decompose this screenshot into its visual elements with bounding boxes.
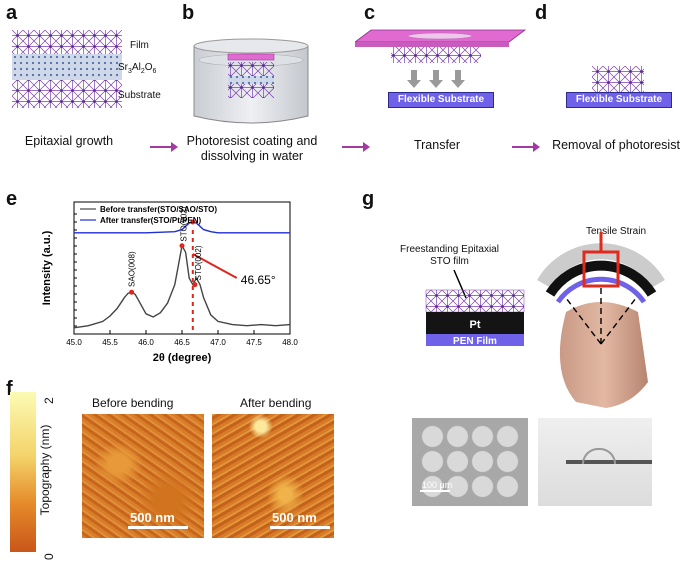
freestanding-line2: STO film bbox=[430, 256, 469, 267]
caption-photoresist-line1: Photoresist coating and bbox=[186, 134, 318, 148]
caption-photoresist-line2: dissolving in water bbox=[200, 149, 304, 163]
sample-arc bbox=[582, 448, 616, 464]
legend-after: After transfer(STO/Pt/PEN) bbox=[100, 216, 202, 225]
x-tick-label: 46.5 bbox=[174, 338, 190, 347]
heterostructure-schematic bbox=[12, 30, 122, 108]
pattern-micrograph: 100 μm bbox=[412, 418, 528, 506]
freestanding-line1: Freestanding Epitaxial bbox=[400, 244, 499, 255]
caption-transfer: Transfer bbox=[413, 138, 461, 152]
scale-bar-after bbox=[270, 526, 330, 529]
peak-dot bbox=[190, 219, 196, 225]
micro-scale-label: 100 μm bbox=[422, 480, 453, 490]
arrow-a-b bbox=[150, 142, 178, 152]
colorbar-min: 0 bbox=[42, 553, 56, 560]
colorbar bbox=[10, 392, 36, 552]
legend-before: Before transfer(STO/SAO/STO) bbox=[100, 205, 217, 214]
scale-bar-before bbox=[128, 526, 188, 529]
peak-dot bbox=[192, 282, 198, 288]
panel-e-label: e bbox=[6, 188, 18, 210]
panel-d-label: d bbox=[535, 2, 548, 24]
arrow-b-c bbox=[342, 142, 370, 152]
pen-label: PEN Film bbox=[453, 336, 497, 347]
flexible-substrate-d: Flexible Substrate bbox=[566, 92, 672, 108]
bent-film-on-thumb bbox=[537, 232, 665, 408]
transfer-illustration bbox=[355, 29, 527, 88]
caption-photoresist: Photoresist coating and dissolving in wa… bbox=[178, 134, 326, 164]
pattern-dots bbox=[420, 424, 520, 500]
released-film bbox=[592, 66, 644, 92]
x-tick-label: 48.0 bbox=[282, 338, 298, 347]
bent-sample-photo bbox=[538, 418, 652, 506]
micro-scale-bar bbox=[420, 490, 450, 492]
scale-label-before: 500 nm bbox=[130, 510, 175, 525]
panel-a-label: a bbox=[6, 2, 18, 24]
afm-before-image: 500 nm bbox=[82, 414, 204, 538]
x-axis-label: 2θ (degree) bbox=[153, 352, 212, 364]
film-on-pen-schematic: Pt PEN Film bbox=[425, 269, 525, 347]
xrd-chart: 45.0 45.5 46.0 46.5 47.0 47.5 48.0 46.65° SAO(0… bbox=[41, 201, 298, 364]
x-tick-label: 47.5 bbox=[246, 338, 262, 347]
legend: Before transfer(STO/SAO/STO) After trans… bbox=[80, 205, 217, 225]
panel-b-label: b bbox=[182, 2, 195, 24]
flexible-substrate-c: Flexible Substrate bbox=[388, 92, 494, 108]
peak-dot bbox=[179, 243, 185, 249]
panel-g-label: g bbox=[362, 188, 375, 210]
caption-removal: Removal of photoresist bbox=[552, 138, 680, 152]
pt-label: Pt bbox=[470, 319, 481, 331]
x-tick-label: 45.5 bbox=[102, 338, 118, 347]
peak-label: SAO(008) bbox=[128, 251, 137, 287]
y-axis-label: Intensity (a.u.) bbox=[41, 230, 53, 305]
colorbar-label: Topography (nm) bbox=[38, 424, 52, 516]
after-bending-title: After bending bbox=[240, 396, 312, 410]
sao-label: Sr3Al2O6 bbox=[118, 62, 157, 75]
series-line-before bbox=[73, 243, 291, 329]
caption-epitaxial: Epitaxial growth bbox=[24, 134, 114, 148]
tensile-strain-label: Tensile Strain bbox=[586, 226, 647, 237]
panel-f-label: f bbox=[6, 378, 13, 400]
x-tick-label: 46.0 bbox=[138, 338, 154, 347]
before-bending-title: Before bending bbox=[92, 396, 174, 410]
peak-value-label: 46.65° bbox=[241, 273, 276, 287]
x-tick-label: 45.0 bbox=[66, 338, 82, 347]
freestanding-label: Freestanding Epitaxial STO film bbox=[400, 244, 499, 268]
scale-label-after: 500 nm bbox=[272, 510, 317, 525]
panel-c-label: c bbox=[364, 2, 376, 24]
film-label: Film bbox=[130, 40, 149, 51]
afm-after-image: 500 nm bbox=[212, 414, 334, 538]
x-tick-label: 47.0 bbox=[210, 338, 226, 347]
peak-label: STO(002) bbox=[194, 245, 203, 280]
peak-label: STO(002) bbox=[179, 206, 188, 241]
arrow-c-d bbox=[512, 142, 540, 152]
substrate-label: Substrate bbox=[118, 90, 161, 101]
colorbar-max: 2 bbox=[42, 397, 56, 404]
beaker-illustration bbox=[193, 38, 309, 124]
peak-dot bbox=[129, 289, 135, 295]
peak-callout-line bbox=[192, 253, 238, 279]
